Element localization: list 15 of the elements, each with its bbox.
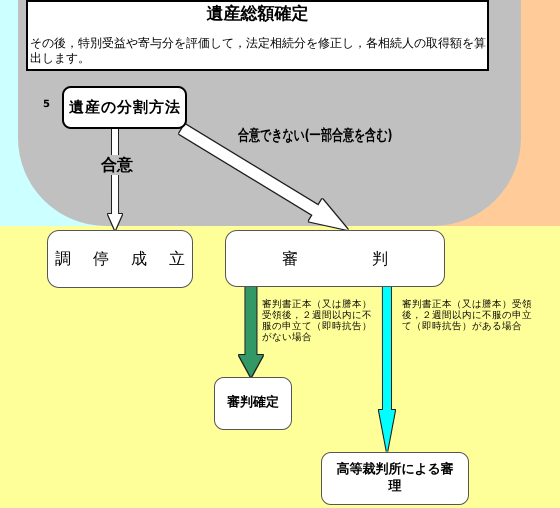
- edge-label: 合意: [99, 155, 135, 175]
- edge-label: 審判書正本（又は謄本）受領後，２週間以内に不服の申立て（即時抗告）がある場合: [402, 299, 533, 332]
- process-box: 高等裁判所による審理: [321, 452, 469, 505]
- step-number: 5: [43, 99, 50, 111]
- description: その後，特別受益や寄与分を評価して，法定相続分を修正し，各相続人の取得額を算出します。: [30, 36, 487, 65]
- process-box: 審判確定: [214, 377, 292, 430]
- arrow: [108, 129, 122, 230]
- edge-label: 合意できない(一部合意を含む): [238, 126, 392, 145]
- process-box: 遺産の分割方法: [62, 86, 187, 129]
- arrow: [378, 287, 395, 452]
- process-box: 調停成立: [47, 230, 193, 288]
- process-box: 審判: [225, 230, 445, 287]
- heading: 遺産総額確定: [206, 4, 308, 24]
- info-box: [26, 0, 489, 71]
- edge-label: 審判書正本（又は謄本）受領後，２週間以内に不服の申立て（即時抗告）がない場合: [262, 299, 373, 343]
